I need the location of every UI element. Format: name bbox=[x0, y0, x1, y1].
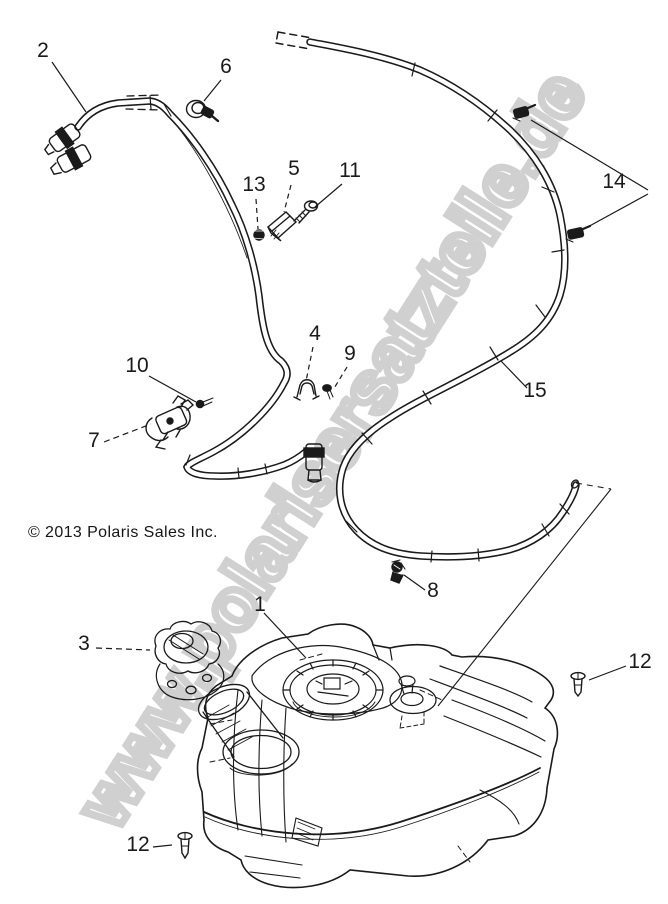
fuel-cap-drawing bbox=[154, 620, 225, 701]
callout-9-leader bbox=[332, 366, 348, 391]
callout-4-leader bbox=[305, 346, 314, 382]
callout-12-bottom-label: 12 bbox=[126, 833, 149, 856]
callout-10-label: 10 bbox=[125, 354, 148, 377]
callout-2-label: 2 bbox=[37, 39, 49, 62]
callout-12-right-label: 12 bbox=[628, 650, 651, 673]
callout-7-leader bbox=[103, 423, 152, 443]
watermark: www.polarisersatzteile.de bbox=[58, 54, 605, 846]
callout-1-label: 1 bbox=[254, 593, 266, 616]
part-14-clamp-a-drawing bbox=[512, 103, 537, 122]
filler-neck-drawing bbox=[197, 683, 300, 776]
callout-5-label: 5 bbox=[288, 157, 300, 180]
callout-15-leader bbox=[500, 360, 528, 389]
vent-line-joints bbox=[345, 62, 570, 563]
vent-line-dashed-end bbox=[275, 31, 313, 50]
callout-3-leader bbox=[95, 647, 151, 651]
callout-10-leader bbox=[148, 375, 197, 403]
part-12-bottom-screw-drawing bbox=[177, 831, 193, 860]
callout-11-label: 11 bbox=[339, 159, 361, 182]
callout-13-label: 13 bbox=[242, 173, 265, 196]
callout-15-label: 15 bbox=[523, 379, 546, 402]
callout-14-label: 14 bbox=[602, 170, 626, 193]
callout-11-leader bbox=[314, 183, 343, 208]
vent-port-drawing bbox=[389, 675, 437, 729]
part-4-clamp-drawing bbox=[293, 379, 320, 401]
callout-labels: 2 6 5 13 11 14 10 4 9 15 7 8 1 3 12 12 bbox=[37, 39, 652, 856]
vent-line-drawing bbox=[275, 31, 580, 563]
part-9-screw-drawing bbox=[322, 384, 334, 400]
callout-12-bottom-leader bbox=[152, 844, 173, 848]
callout-3-label: 3 bbox=[78, 632, 90, 655]
part-12-right-screw-drawing bbox=[570, 671, 586, 698]
part-7-clamp-assembly-drawing bbox=[145, 395, 191, 450]
callout-6-label: 6 bbox=[220, 55, 232, 78]
callout-5-leader bbox=[283, 184, 292, 213]
callout-6-leader bbox=[203, 79, 222, 102]
copyright-text: © 2013 Polaris Sales Inc. bbox=[28, 524, 218, 541]
part-11-bolt-drawing bbox=[293, 200, 319, 224]
callout-leaders bbox=[51, 61, 649, 848]
watermark-text: www.polarisersatzteile.de bbox=[62, 58, 602, 842]
callout-2-leader bbox=[51, 61, 87, 113]
callout-7-label: 7 bbox=[88, 429, 100, 452]
vent-line-reference bbox=[437, 482, 612, 707]
callout-8-leader bbox=[403, 574, 426, 591]
part-5-clip-drawing bbox=[266, 211, 298, 242]
callout-12-right-leader bbox=[588, 665, 627, 681]
callout-4-label: 4 bbox=[309, 322, 321, 345]
callout-13-leader bbox=[255, 198, 259, 230]
part-8-clamp-drawing bbox=[390, 559, 406, 584]
fuel-line-fittings bbox=[43, 123, 92, 176]
fuel-line-elbow bbox=[303, 443, 325, 483]
callout-8-label: 8 bbox=[427, 579, 439, 602]
fuel-pump-flange-drawing bbox=[282, 659, 384, 721]
part-14-clamp-b-drawing bbox=[565, 224, 592, 243]
callout-1-leader bbox=[263, 612, 307, 659]
small-parts bbox=[145, 99, 592, 860]
callout-9-label: 9 bbox=[344, 342, 356, 365]
part-13-nut-drawing bbox=[252, 229, 265, 241]
part-6-clamp-drawing bbox=[185, 99, 220, 123]
fuel-tank-drawing bbox=[154, 620, 559, 889]
callout-14-leader bbox=[530, 119, 649, 230]
fuel-line-drawing bbox=[43, 94, 325, 483]
